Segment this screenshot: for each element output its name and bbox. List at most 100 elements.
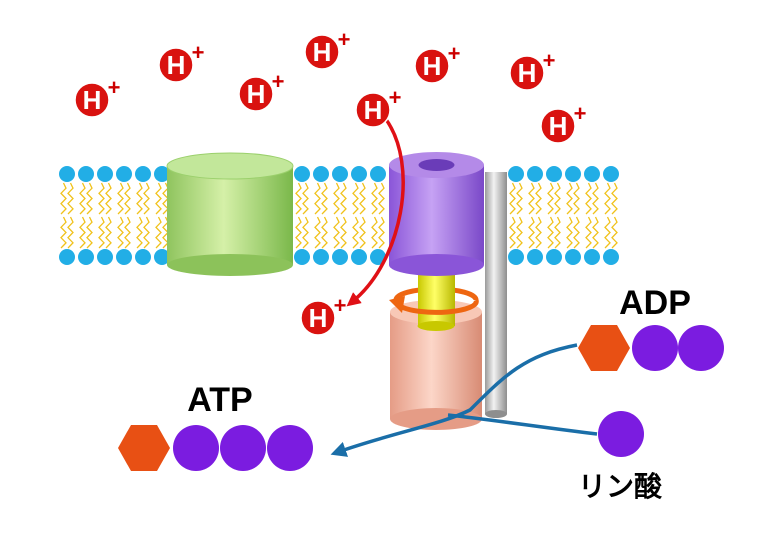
proton-symbol: H	[83, 85, 102, 115]
synthesis-arrows	[330, 343, 598, 457]
proton-circle	[509, 55, 545, 91]
lipid-tail	[295, 216, 302, 249]
free-phosphate	[598, 411, 644, 457]
proton-ion: H+	[414, 41, 461, 84]
proton-circle	[300, 300, 336, 336]
lipid-tail	[604, 182, 611, 215]
lipid-tail	[592, 216, 599, 249]
lipid-tail	[60, 182, 67, 215]
lipid-head	[294, 249, 310, 265]
lipid-head	[135, 166, 151, 182]
adenosine-hexagon	[578, 325, 630, 371]
lipid-head	[332, 166, 348, 182]
lipid-tail	[585, 216, 592, 249]
lipid-head	[351, 249, 367, 265]
lipid-tail	[321, 182, 328, 215]
proton-symbol: H	[423, 51, 442, 81]
lipid-tail	[117, 182, 124, 215]
lipid-tail	[124, 182, 131, 215]
lipid-tail	[98, 216, 105, 249]
proton-charge: +	[192, 40, 205, 65]
lipid-head	[135, 249, 151, 265]
lipid-tail	[566, 182, 573, 215]
adp-label: ADP	[619, 284, 691, 322]
proton-charge: +	[272, 69, 285, 94]
lipid-head	[546, 166, 562, 182]
lipid-head	[584, 249, 600, 265]
lipid-tail	[333, 216, 340, 249]
lipid-tail	[143, 216, 150, 249]
lipid-tail	[86, 182, 93, 215]
lipid-tail	[143, 182, 150, 215]
lipid-head	[508, 166, 524, 182]
green-channel-protein	[166, 152, 294, 276]
proton-circle	[304, 34, 340, 70]
lipid-tail	[528, 182, 535, 215]
lipid-tail	[516, 216, 523, 249]
proton-charge: +	[543, 48, 556, 73]
lipid-head	[370, 166, 386, 182]
lipid-tail	[105, 182, 112, 215]
lipid-tail	[136, 182, 143, 215]
lipid-tail	[136, 216, 143, 249]
lipid-tail	[535, 182, 542, 215]
lipid-tail	[314, 216, 321, 249]
protons: H+H+H+H+H+H+H+H+H+	[74, 27, 586, 336]
lipid-head	[527, 166, 543, 182]
lipid-tail	[566, 216, 573, 249]
proton-ion: H+	[74, 75, 121, 118]
lipid-head	[527, 249, 543, 265]
lipid-tail	[509, 182, 516, 215]
lipid-tail	[79, 182, 86, 215]
lipid-tail	[611, 182, 618, 215]
lipid-tail	[516, 182, 523, 215]
proton-circle	[355, 92, 391, 128]
lipid-head	[370, 249, 386, 265]
lipid-tail	[340, 182, 347, 215]
proton-symbol: H	[167, 50, 186, 80]
lipid-head	[154, 166, 170, 182]
lipid-tail	[124, 216, 131, 249]
lipid-tail	[155, 216, 162, 249]
adp-molecule	[578, 325, 724, 371]
phosphate-group	[678, 325, 724, 371]
adenosine-hexagon	[118, 425, 170, 471]
proton-ion: H+	[300, 293, 346, 336]
phosphate-label: リン酸	[578, 470, 663, 503]
proton-symbol: H	[549, 111, 568, 141]
lipid-tail	[105, 216, 112, 249]
lipid-tail	[528, 216, 535, 249]
lipid-head	[59, 249, 75, 265]
lipid-tail	[611, 216, 618, 249]
proton-circle	[414, 48, 450, 84]
lipid-head	[313, 249, 329, 265]
proton-ion: H+	[509, 48, 556, 91]
lipid-head	[78, 166, 94, 182]
lipid-tail	[378, 216, 385, 249]
lipid-head	[603, 166, 619, 182]
lipid-tail	[359, 216, 366, 249]
proton-charge: +	[448, 41, 461, 66]
lipid-head	[351, 166, 367, 182]
lipid-tail	[573, 182, 580, 215]
lipid-bilayer	[59, 166, 619, 265]
lipid-tail	[60, 216, 67, 249]
proton-ion: H+	[540, 101, 586, 144]
lipid-head	[97, 249, 113, 265]
proton-circle	[238, 76, 274, 112]
atp-molecule	[118, 425, 313, 471]
proton-symbol: H	[247, 79, 266, 109]
lipid-tail	[79, 216, 86, 249]
lipid-tail	[67, 216, 74, 249]
lipid-head	[294, 166, 310, 182]
phosphate-group	[267, 425, 313, 471]
lipid-tail	[98, 182, 105, 215]
lipid-head	[78, 249, 94, 265]
phosphate-group	[173, 425, 219, 471]
lipid-head	[603, 249, 619, 265]
proton-charge: +	[338, 27, 351, 52]
lipid-tail	[371, 216, 378, 249]
proton-charge: +	[108, 75, 121, 100]
proton-symbol: H	[313, 37, 332, 67]
